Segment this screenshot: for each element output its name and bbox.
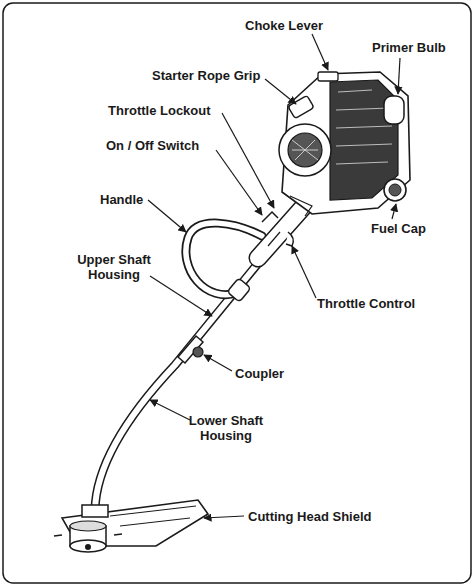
leader-line [148, 200, 186, 232]
leader-line [312, 34, 328, 70]
frame-border [3, 3, 471, 583]
part-label: Upper Shaft Housing [72, 252, 156, 282]
leader-line [150, 276, 212, 316]
leader-line [204, 355, 232, 371]
engine-housing [279, 72, 410, 216]
part-label: Starter Rope Grip [152, 68, 260, 83]
part-label: Primer Bulb [372, 40, 446, 55]
part-label: Fuel Cap [371, 221, 426, 236]
leader-line [222, 113, 274, 208]
leader-line [392, 204, 396, 219]
leader-line [398, 58, 400, 94]
part-label: Throttle Control [317, 296, 415, 311]
coupler-symbol [178, 336, 203, 363]
leader-line [292, 246, 316, 298]
part-label: Throttle Lockout [108, 103, 211, 118]
leader-line [265, 79, 296, 104]
cutting-head [54, 500, 208, 552]
leader-line [216, 150, 262, 215]
leader-line [150, 400, 190, 420]
throttle-grip [258, 205, 305, 258]
leader-line [204, 516, 244, 518]
part-label: Coupler [235, 366, 284, 381]
part-label: On / Off Switch [106, 138, 199, 153]
part-label: Lower Shaft Housing [186, 413, 266, 443]
part-label: Cutting Head Shield [248, 509, 372, 524]
part-label: Choke Lever [245, 18, 323, 33]
part-label: Handle [100, 192, 143, 207]
